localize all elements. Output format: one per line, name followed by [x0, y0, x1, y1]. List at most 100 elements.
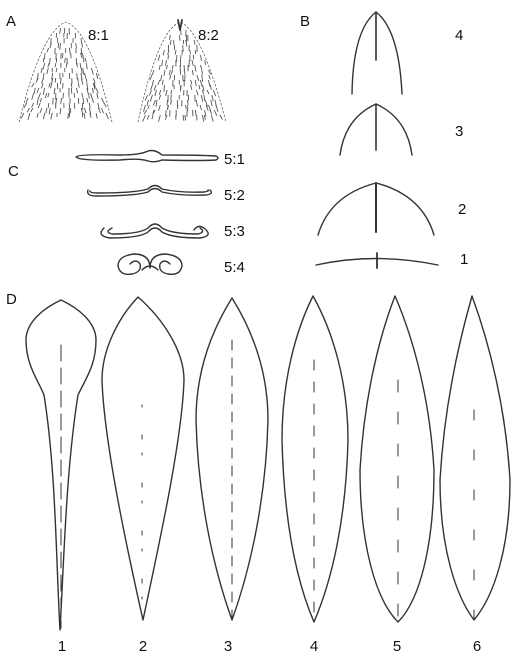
leaf-outline-label-1: 1	[58, 638, 66, 655]
leaf-hair	[144, 110, 147, 114]
leaf-hair	[61, 98, 62, 104]
leaf-hair	[28, 113, 30, 120]
leaf-hair	[96, 73, 97, 79]
leaf-hair	[168, 50, 169, 55]
leaf-hair	[96, 88, 98, 93]
leaf-tip-awn	[178, 20, 182, 30]
leaf-hair	[32, 103, 34, 107]
leaf-hair	[49, 58, 50, 65]
leaf-hair	[76, 43, 77, 48]
leaf-hair	[145, 95, 148, 101]
leaf-hair	[159, 65, 160, 70]
leaf-hair	[93, 88, 94, 93]
cross-section-label-2: 2	[458, 201, 466, 218]
leaf-hair	[104, 103, 106, 107]
leaf-hair	[47, 48, 49, 52]
leaf-hair	[77, 88, 78, 93]
leaf-hair	[21, 113, 24, 119]
leaf-hair	[42, 78, 44, 83]
leaf-hair	[183, 45, 184, 52]
leaf-hair	[201, 95, 202, 102]
leaf-hair	[151, 85, 153, 90]
leaf-outline-label-6: 6	[473, 638, 481, 655]
leaf-hair	[184, 65, 185, 71]
leaf-hair	[43, 58, 44, 62]
leaf-hair	[26, 98, 28, 103]
leaf-hair	[195, 110, 196, 116]
panel-c-letter: C	[8, 163, 19, 180]
leaf-hair	[32, 83, 35, 87]
leaf-hair	[102, 108, 104, 113]
leaf-hair	[200, 65, 201, 70]
leaf-hair	[153, 100, 155, 105]
panel-d: D 1 2 3 4 5 6	[6, 291, 510, 655]
leaf-hair	[82, 53, 83, 58]
leaf-hair	[69, 103, 70, 108]
leaf-hair	[185, 115, 186, 121]
leaf-hair	[194, 40, 195, 45]
leaf-hair	[43, 73, 44, 79]
leaf-outline-d-5	[360, 296, 434, 622]
leaf-hair	[82, 93, 83, 98]
leaf-hair	[158, 55, 160, 61]
leaf-hair	[102, 98, 105, 104]
leaf-hair	[172, 65, 173, 69]
leaf-hair	[48, 103, 49, 108]
leaf-outline-d-4	[282, 296, 348, 622]
leaf-hair	[199, 85, 200, 89]
leaf-hair	[183, 115, 184, 121]
leaf-hair	[44, 53, 45, 59]
leaf-hair	[49, 108, 50, 114]
leaf-outline-label-2: 2	[139, 638, 147, 655]
leaf-hair	[48, 63, 49, 67]
panel-a: A 8:1 8:2	[6, 13, 226, 122]
rolled-section-5-4	[118, 254, 182, 274]
leaf-hair	[61, 78, 62, 84]
leaf-hair	[166, 110, 167, 116]
leaf-hair	[38, 93, 40, 98]
leaf-hair	[204, 115, 205, 120]
leaf-hair	[46, 108, 47, 113]
rolled-section-label-5-2: 5:2	[224, 187, 245, 204]
leaf-hair	[54, 88, 55, 94]
leaf-hair	[69, 48, 70, 53]
leaf-hair	[181, 30, 182, 35]
panel-b: B 4 3 2 1	[300, 12, 468, 268]
leaf-hair	[55, 63, 56, 67]
leaf-hair	[195, 65, 196, 71]
leaf-hair	[63, 83, 64, 89]
leaf-hair	[170, 35, 171, 40]
leaf-tip-label-8-1: 8:1	[88, 27, 109, 44]
rolled-section-5-1	[76, 151, 218, 162]
rolled-section-5-2	[88, 186, 212, 197]
leaf-hair	[191, 85, 192, 90]
leaf-hair	[159, 90, 160, 95]
leaf-hair	[200, 105, 202, 110]
leaf-hair	[159, 105, 161, 111]
cross-section-b-1	[316, 253, 438, 268]
leaf-hair	[204, 95, 205, 101]
leaf-hair	[92, 98, 94, 103]
rolled-section-5-3	[101, 224, 208, 238]
leaf-hair	[43, 88, 44, 95]
leaf-outline-d-1	[26, 300, 96, 630]
leaf-hair	[186, 105, 187, 109]
leaf-outline-d-6	[440, 296, 510, 620]
leaf-hair	[93, 78, 95, 83]
leaf-hair	[49, 83, 50, 87]
leaf-hair	[60, 108, 61, 114]
cross-section-b-4	[352, 12, 402, 94]
leaf-hair	[147, 115, 149, 120]
leaf-hair	[172, 70, 173, 74]
leaf-hair	[170, 40, 171, 45]
cross-section-label-3: 3	[455, 123, 463, 140]
leaf-hair	[97, 93, 98, 99]
leaf-hair	[169, 70, 170, 75]
leaf-hair	[220, 115, 223, 120]
cross-section-label-1: 1	[460, 251, 468, 268]
leaf-hair	[205, 60, 206, 65]
leaf-hair	[148, 105, 150, 109]
leaf-hair	[197, 90, 199, 95]
leaf-hair	[162, 80, 163, 85]
